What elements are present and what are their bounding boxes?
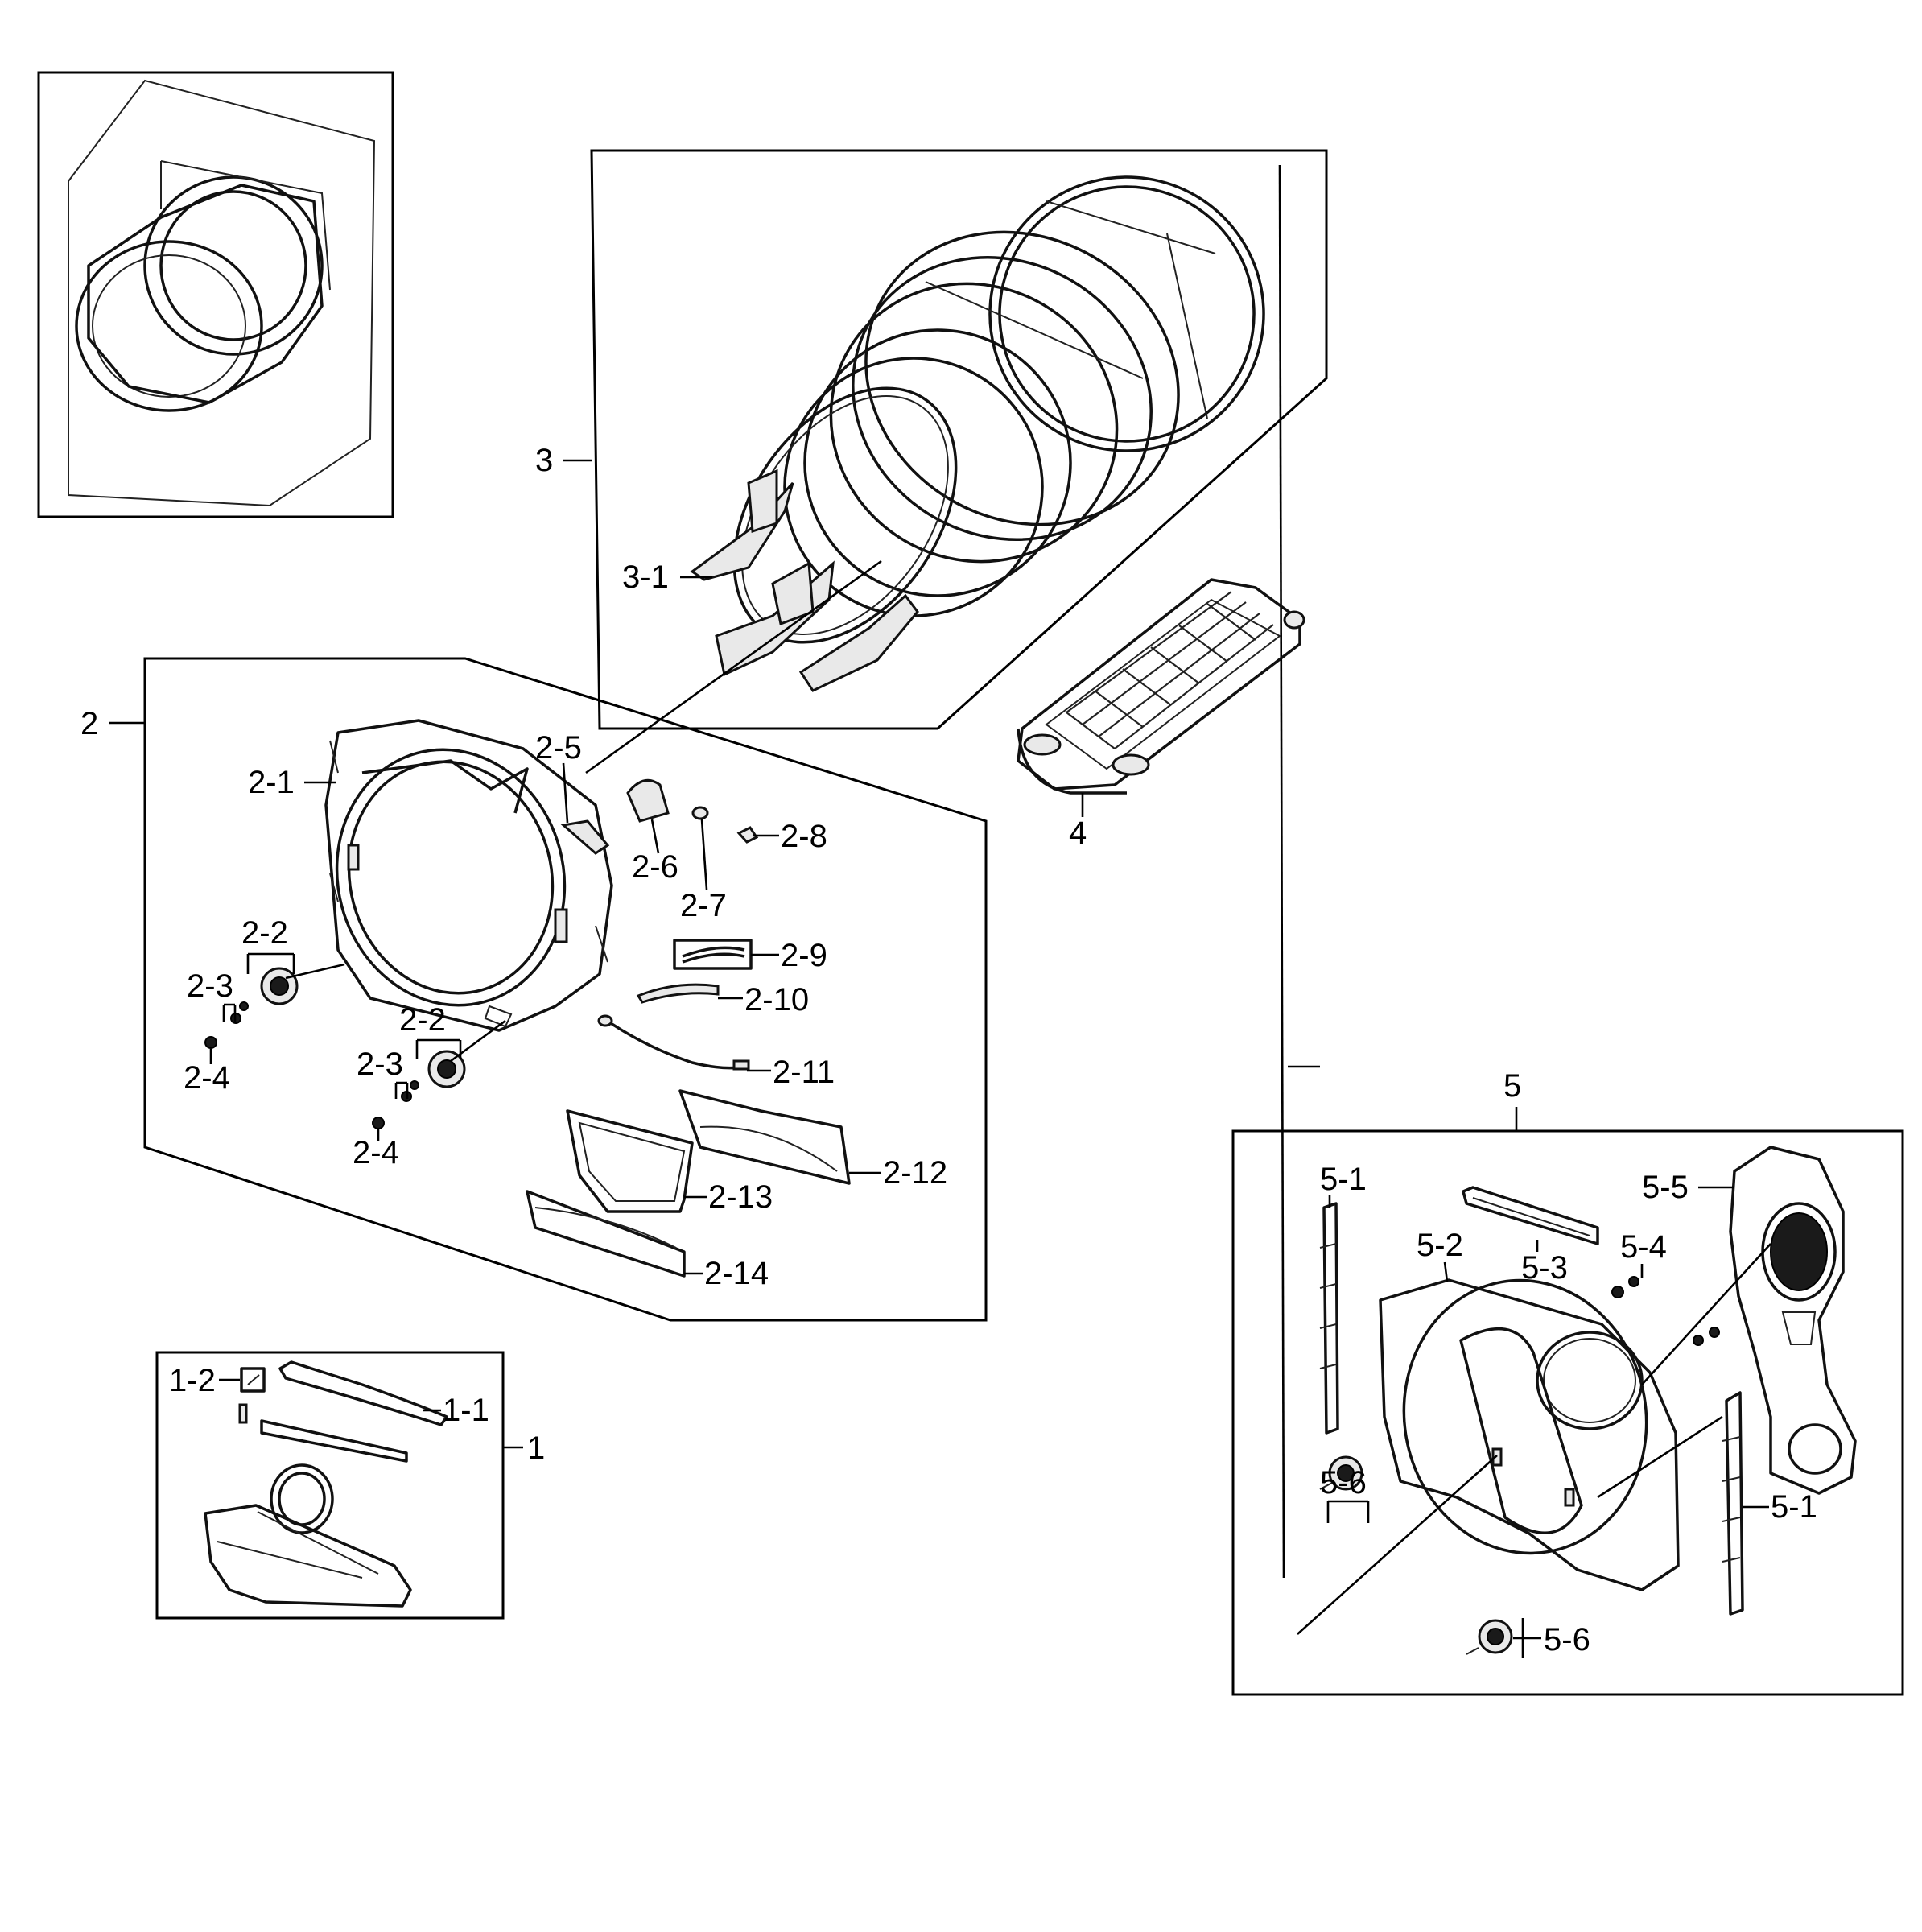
- label-2-13: 2-13: [708, 1179, 773, 1215]
- label-1-2: 1-2: [169, 1363, 216, 1398]
- label-2-10: 2-10: [744, 982, 809, 1018]
- label-2-4-center: 2-4: [353, 1135, 399, 1170]
- label-2-4-left: 2-4: [184, 1060, 230, 1096]
- overview-assembly-panel: [37, 71, 394, 518]
- label-1-1: 1-1: [443, 1393, 489, 1428]
- label-2-2-left: 2-2: [241, 915, 288, 951]
- connector-line: [1278, 164, 1285, 1579]
- label-5-6-left: 5-6: [1320, 1465, 1367, 1501]
- rear-panel-group-5: [1231, 1129, 1904, 1696]
- drum-group-3: [590, 149, 1328, 730]
- label-2-7: 2-7: [680, 888, 727, 923]
- group-1-panel: [155, 1351, 505, 1620]
- label-2: 2: [80, 706, 98, 741]
- label-5-5: 5-5: [1642, 1170, 1689, 1205]
- label-5: 5: [1503, 1068, 1521, 1104]
- callout-labels: 3 3-1 2 2-1 2-5 2-6 2-7 2-8 2-9 2-10 2-1…: [80, 443, 1817, 1658]
- label-2-5: 2-5: [535, 730, 582, 766]
- label-3: 3: [535, 443, 553, 478]
- label-2-8: 2-8: [781, 819, 827, 854]
- front-panel-group-2: [143, 657, 988, 1322]
- lint-filter-mesh: [1066, 591, 1274, 749]
- label-5-1-left: 5-1: [1320, 1162, 1367, 1197]
- lint-filter-part-4: [1017, 578, 1305, 795]
- label-2-9: 2-9: [781, 938, 827, 973]
- connector-line: [285, 963, 345, 980]
- connector-line: [1297, 1455, 1498, 1635]
- connector-line: [1641, 1243, 1771, 1385]
- label-5-6-bottom: 5-6: [1544, 1622, 1590, 1657]
- label-2-3-center: 2-3: [357, 1046, 403, 1082]
- label-5-2: 5-2: [1417, 1228, 1463, 1263]
- label-5-3: 5-3: [1521, 1250, 1568, 1286]
- label-2-11: 2-11: [773, 1055, 835, 1090]
- connector-line: [585, 559, 882, 774]
- label-3-1: 3-1: [622, 559, 669, 595]
- label-5-1-right: 5-1: [1771, 1489, 1817, 1525]
- label-2-1: 2-1: [248, 765, 295, 800]
- label-2-3-left: 2-3: [187, 968, 233, 1004]
- label-2-12: 2-12: [883, 1155, 947, 1191]
- label-4: 4: [1069, 815, 1087, 851]
- connector-line: [1597, 1415, 1723, 1499]
- label-2-14: 2-14: [704, 1256, 769, 1291]
- label-1: 1: [527, 1430, 545, 1466]
- label-5-4: 5-4: [1620, 1229, 1667, 1265]
- label-2-6: 2-6: [632, 849, 678, 885]
- label-2-2-center: 2-2: [399, 1002, 446, 1038]
